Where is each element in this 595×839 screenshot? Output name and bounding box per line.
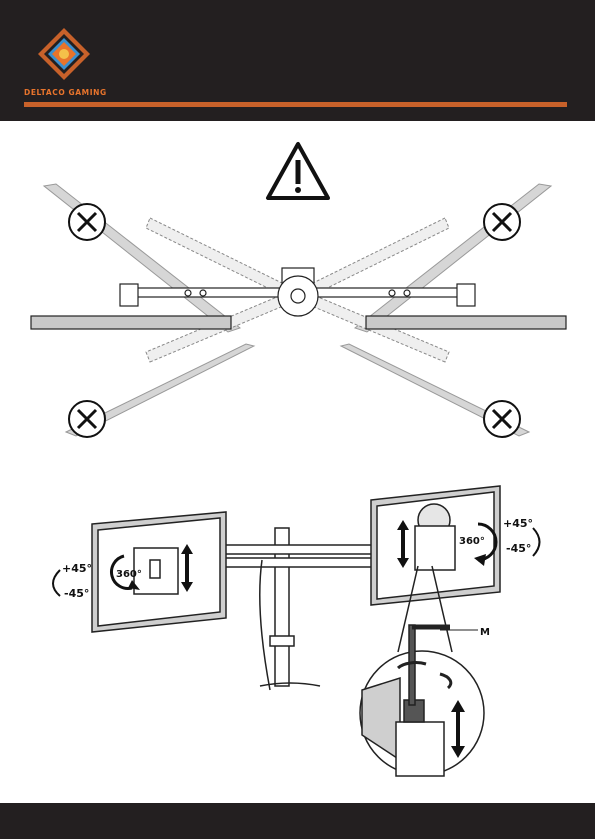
horizontal-arm — [31, 268, 566, 329]
warning-icon — [268, 144, 328, 198]
tilt-up-label-right: +45° — [503, 517, 533, 530]
tilt-down-label-right: -45° — [506, 542, 531, 555]
tool-label: M — [480, 627, 490, 638]
rotate-label-left: 360° — [116, 569, 142, 580]
tilt-down-label-left: -45° — [64, 587, 89, 600]
tilt-up-label-left: +45° — [62, 562, 92, 575]
page-footer — [0, 803, 595, 839]
rotate-label-right: 360° — [459, 536, 485, 547]
